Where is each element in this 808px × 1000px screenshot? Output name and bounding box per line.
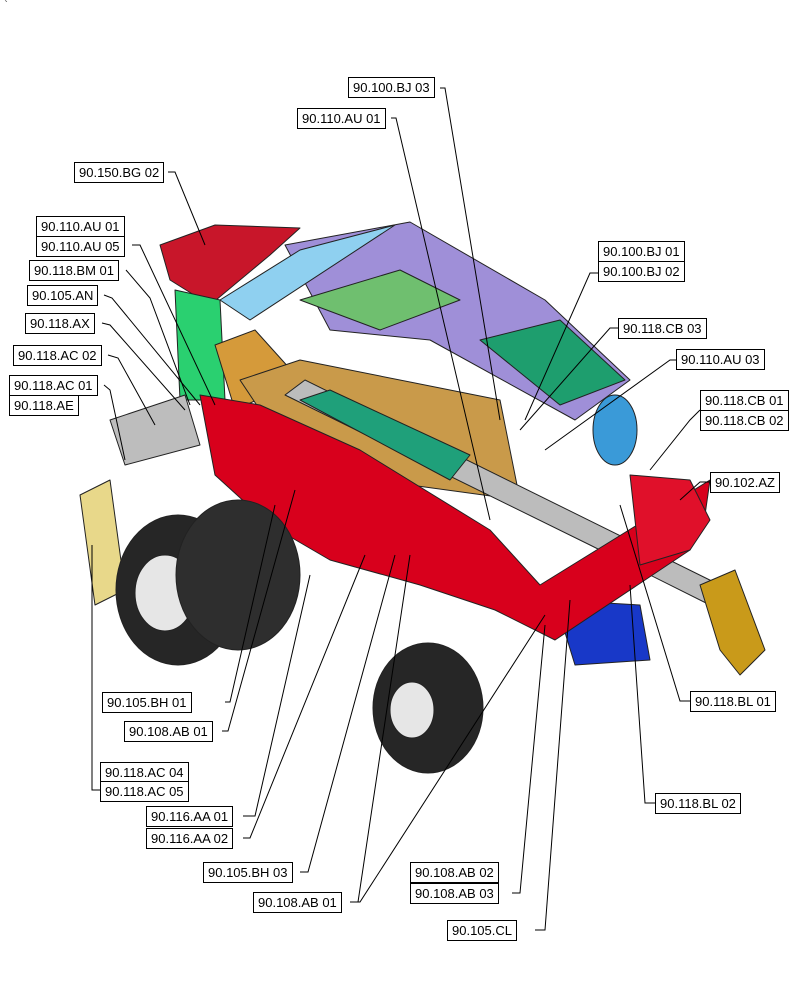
callout-90-108-ab-01-bottom: 90.108.AB 01	[253, 892, 342, 913]
leader-90-118-bl-01	[619, 504, 690, 702]
grain-tank-cone	[219, 224, 396, 321]
rear-fan	[592, 394, 638, 466]
front-tire-right	[175, 499, 301, 651]
leader-90-110-au-03	[544, 359, 676, 451]
leader-90-105-cl	[535, 599, 571, 931]
callout-90-118-cb-02: 90.118.CB 02	[700, 410, 789, 431]
leader-90-118-ax	[101, 322, 186, 411]
leader-90-110-au-01-top	[391, 117, 491, 521]
leader-90-105-an	[103, 294, 201, 406]
callout-90-100-bj-02: 90.100.BJ 02	[598, 261, 685, 282]
callout-90-105-cl: 90.105.CL	[447, 920, 517, 941]
callout-90-150-bg-02: 90.150.BG 02	[74, 162, 165, 183]
leader-90-116-aa-01	[243, 574, 311, 817]
leader-90-102-az	[679, 481, 710, 501]
callout-90-108-ab-01-left: 90.108.AB 01	[124, 721, 213, 742]
leader-90-150-bg-02	[168, 171, 206, 246]
callout-90-118-bl-02: 90.118.BL 02	[655, 793, 741, 814]
callout-90-118-bm-01: 90.118.BM 01	[29, 260, 119, 281]
callout-90-110-au-01-left: 90.110.AU 01	[36, 216, 125, 237]
callout-90-118-ae: 90.118.AE	[9, 395, 79, 416]
rear-body	[629, 474, 711, 566]
callout-90-118-cb-03: 90.118.CB 03	[618, 318, 707, 339]
callout-90-118-ac-01: 90.118.AC 01	[9, 375, 98, 396]
machine-illustration	[79, 221, 766, 774]
leader-90-100-bj-02	[524, 272, 598, 421]
callout-90-118-ac-02: 90.118.AC 02	[13, 345, 102, 366]
leader-90-108-ab-01-bottom-2	[352, 614, 546, 903]
leader-90-118-cb-03	[519, 327, 618, 431]
leader-90-110-au-05	[132, 244, 216, 406]
leader-90-105-bh-01	[225, 504, 276, 703]
grain-tank-panel	[479, 319, 626, 406]
leader-lines	[91, 87, 710, 931]
callout-90-108-ab-03: 90.108.AB 03	[410, 883, 499, 904]
callout-90-110-au-03: 90.110.AU 03	[676, 349, 765, 370]
leader-90-105-bh-03	[300, 554, 396, 873]
leader-90-118-ae	[103, 384, 126, 461]
callout-90-100-bj-03: 90.100.BJ 03	[348, 77, 435, 98]
callout-90-110-au-05: 90.110.AU 05	[36, 236, 125, 257]
leader-90-116-aa-02	[243, 554, 366, 839]
leader-90-100-bj-03	[440, 87, 501, 421]
callout-90-118-bl-01: 90.118.BL 01	[690, 691, 776, 712]
leader-90-118-bl-02	[629, 584, 655, 804]
callout-90-118-ac-04: 90.118.AC 04	[100, 762, 189, 783]
callout-90-118-ac-05: 90.118.AC 05	[100, 781, 189, 802]
callout-90-102-az: 90.102.AZ	[710, 472, 780, 493]
leader-90-118-cb-02	[649, 409, 701, 471]
roof	[159, 224, 301, 306]
leader-90-118-bm-01	[125, 269, 191, 406]
callout-90-118-cb-01: 90.118.CB 01	[700, 390, 789, 411]
leader-90-108-ab-01-left	[222, 489, 296, 732]
callout-90-105-an: 90.105.AN	[27, 285, 99, 306]
callout-90-105-bh-01: 90.105.BH 01	[102, 692, 192, 713]
leader-90-108-ab-03	[512, 624, 546, 894]
corner-mark: `	[4, 0, 9, 11]
callout-90-100-bj-01: 90.100.BJ 01	[598, 241, 685, 262]
leader-90-118-ac-05	[91, 545, 100, 791]
callout-90-116-aa-02: 90.116.AA 02	[146, 828, 234, 849]
leader-90-118-ac-02	[107, 354, 156, 426]
callout-90-105-bh-03: 90.105.BH 03	[203, 862, 293, 883]
callout-90-118-ax: 90.118.AX	[25, 313, 95, 334]
auger-spout	[699, 569, 766, 676]
platform	[109, 394, 201, 466]
auger-tube-green	[299, 389, 471, 481]
rear-rim	[389, 681, 435, 739]
grain-tank-inner	[299, 269, 461, 331]
callout-90-110-au-01-top: 90.110.AU 01	[297, 108, 386, 129]
callout-90-116-aa-01: 90.116.AA 01	[146, 806, 234, 827]
callout-90-108-ab-02: 90.108.AB 02	[410, 862, 499, 883]
